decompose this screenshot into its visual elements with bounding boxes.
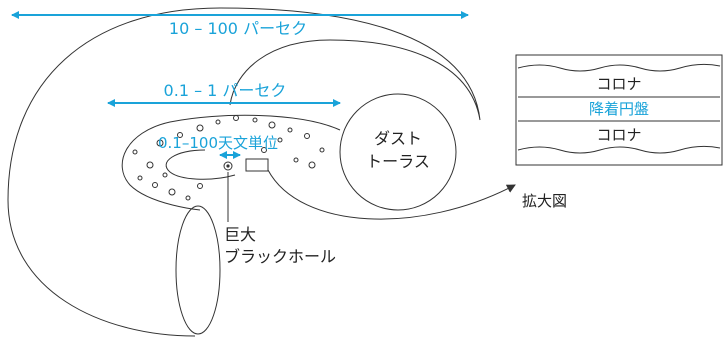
zoom-wave-bottom — [517, 145, 721, 154]
scale-inner-label: 0.1–100天文単位 — [158, 134, 278, 152]
black-hole-label-2: ブラックホール — [224, 247, 336, 266]
black-hole-core — [226, 164, 230, 168]
outer-shell — [7, 7, 481, 337]
black-hole-label-1: 巨大 — [224, 225, 256, 244]
zoom-wave-top — [517, 63, 721, 72]
dust-torus — [339, 93, 457, 211]
torus-cross-section — [175, 205, 221, 335]
zoom-arrow — [267, 169, 516, 220]
zoom-panel — [515, 54, 723, 166]
corona-top-label: コロナ — [596, 75, 641, 93]
middle-shell-inner — [165, 149, 236, 180]
dust-torus-label-2: トーラス — [366, 152, 430, 171]
accretion-disk-label: 降着円盤 — [589, 100, 649, 118]
black-hole — [223, 161, 233, 171]
zoom-caption: 拡大図 — [522, 192, 567, 210]
scale-outer-label: 10 – 100 パーセク — [169, 19, 307, 38]
scale-middle-label: 0.1 – 1 パーセク — [164, 81, 287, 100]
zoom-region-marker — [245, 158, 269, 172]
clouds — [132, 115, 325, 201]
corona-bottom-label: コロナ — [596, 126, 641, 144]
dust-torus-label-1: ダスト — [374, 129, 422, 148]
middle-shell — [121, 114, 341, 211]
